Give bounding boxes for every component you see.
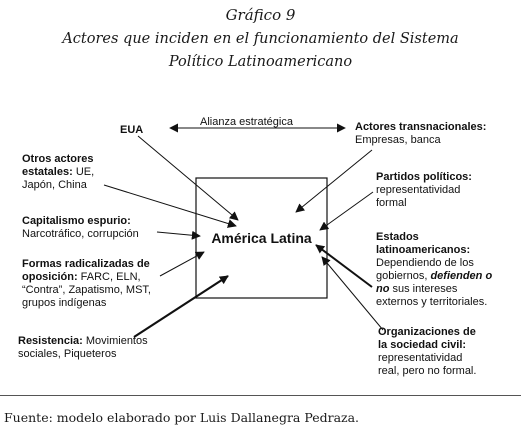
source-note: Fuente: modelo elaborado por Luis Dallan… xyxy=(4,410,360,425)
capitalismo-text: Narcotráfico, corrupción xyxy=(22,228,139,240)
resistencia-text-2: sociales, Piqueteros xyxy=(18,348,117,360)
divider xyxy=(0,395,521,396)
center-label: América Latina xyxy=(211,230,312,246)
figure-title-line-1: Actores que inciden en el funcionamiento… xyxy=(62,31,459,47)
eua-label: EUA xyxy=(120,124,144,136)
actor-capitalismo: Capitalismo espurio: Narcotráfico, corru… xyxy=(22,215,139,241)
capitalismo-heading: Capitalismo espurio: xyxy=(22,215,131,227)
estados-text-3: sus intereses xyxy=(389,283,458,295)
estados-text-4: externos y territoriales. xyxy=(376,296,488,308)
arrow-organizaciones xyxy=(321,256,384,331)
estados-heading-1: Estados xyxy=(376,231,419,243)
transnacionales-text: Empresas, banca xyxy=(355,134,441,146)
estados-emphasis-2: no xyxy=(376,283,390,295)
actor-estados: Estados latinoamericanos: Dependiendo de… xyxy=(376,231,492,309)
otros-heading-1: Otros actores xyxy=(22,153,94,165)
arrow-resistencia xyxy=(133,275,229,338)
partidos-text-2: formal xyxy=(376,197,407,209)
formas-text-3: grupos indígenas xyxy=(22,297,107,309)
actor-resistencia: Resistencia: Movimientos sociales, Pique… xyxy=(18,335,148,361)
organizaciones-text-1: representatividad xyxy=(378,352,463,364)
organizaciones-text-2: real, pero no formal. xyxy=(378,365,477,377)
actor-formas-radicalizadas: Formas radicalizadas de oposición: FARC,… xyxy=(22,258,151,310)
estados-emphasis-1: defienden o xyxy=(430,270,493,282)
formas-heading-2: oposición: xyxy=(22,271,78,283)
arrow-formas xyxy=(159,251,205,277)
estados-heading-2: latinoamericanos: xyxy=(376,244,471,256)
arrow-transnacionales xyxy=(295,149,373,213)
arrow-estados xyxy=(315,244,373,288)
otros-text-1: UE, xyxy=(72,166,95,178)
actor-organizaciones: Organizaciones de la sociedad civil: rep… xyxy=(378,326,476,378)
formas-text-1: FARC, ELN, xyxy=(77,271,141,283)
formas-text-2: “Contra”, Zapatismo, MST, xyxy=(22,284,151,296)
estados-text-2a: gobiernos, xyxy=(376,270,431,282)
actor-transnacionales: Actores transnacionales: Empresas, banca xyxy=(355,121,486,147)
arrow-capitalismo xyxy=(156,230,201,240)
estados-text-1: Dependiendo de los xyxy=(376,257,474,269)
arrow-otros-actores xyxy=(103,184,237,228)
otros-heading-2: estatales: xyxy=(22,166,73,178)
arrow-eua xyxy=(137,135,239,221)
resistencia-text-1: Movimientos xyxy=(82,335,148,347)
actor-otros-estatales: Otros actores estatales: UE, Japón, Chin… xyxy=(22,153,94,192)
alliance-label: Alianza estratégica xyxy=(200,116,293,128)
figure-title-line-2: Político Latinoamericano xyxy=(168,54,353,70)
actor-partidos: Partidos políticos: representatividad fo… xyxy=(376,171,472,210)
actor-eua: EUA xyxy=(120,124,143,137)
organizaciones-heading-2: la sociedad civil: xyxy=(378,339,467,351)
arrow-partidos xyxy=(319,191,374,231)
formas-heading-1: Formas radicalizadas de xyxy=(22,258,150,270)
partidos-text-1: representatividad xyxy=(376,184,461,196)
partidos-heading: Partidos políticos: xyxy=(376,171,472,183)
transnacionales-heading: Actores transnacionales: xyxy=(355,121,487,133)
figure-number: Gráfico 9 xyxy=(225,6,296,24)
organizaciones-heading-1: Organizaciones de xyxy=(378,326,476,338)
otros-text-2: Japón, China xyxy=(22,179,87,191)
resistencia-heading: Resistencia: xyxy=(18,335,83,347)
